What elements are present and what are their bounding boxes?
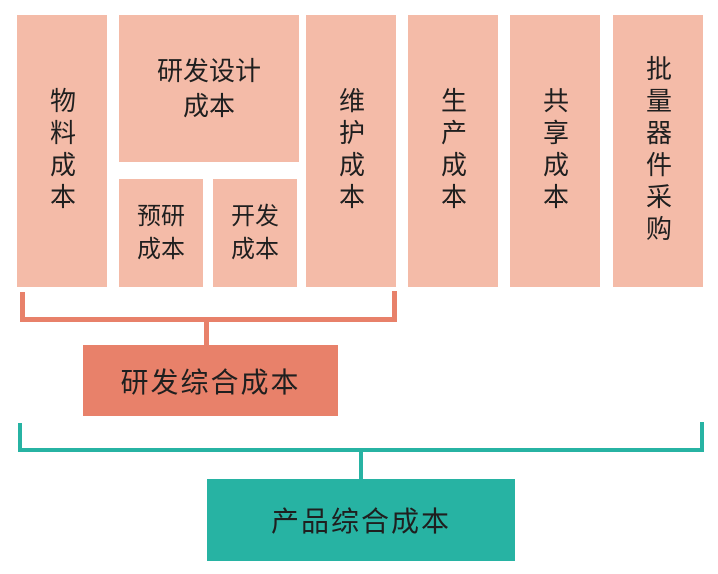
box-rd-design-cost: 研发设计 成本 xyxy=(119,15,299,162)
development-cost-label-line1: 开发 xyxy=(231,203,279,230)
product-bracket-right-line xyxy=(700,422,704,452)
box-pre-research-cost: 预研 成本 xyxy=(119,179,203,287)
shared-cost-label: 共享成本 xyxy=(539,87,570,215)
rd-design-cost-label-line1: 研发设计 xyxy=(156,55,261,86)
box-material-cost: 物料成本 xyxy=(17,15,107,287)
box-maintenance-cost: 维护成本 xyxy=(306,15,396,287)
production-cost-label: 生产成本 xyxy=(437,87,468,215)
pre-research-cost-label-line1: 预研 xyxy=(137,203,185,230)
pre-research-cost-label: 预研 成本 xyxy=(137,200,185,266)
pre-research-cost-label-line2: 成本 xyxy=(137,236,185,263)
box-rd-comprehensive-cost: 研发综合成本 xyxy=(83,345,338,416)
material-cost-label: 物料成本 xyxy=(46,87,77,215)
rd-design-cost-label: 研发设计 成本 xyxy=(157,54,261,124)
rd-comprehensive-cost-label: 研发综合成本 xyxy=(120,366,301,398)
product-bracket-horizontal-line xyxy=(18,448,704,452)
rd-design-cost-label-line2: 成本 xyxy=(182,90,235,121)
bulk-component-procurement-label: 批量器件采购 xyxy=(642,55,673,247)
rd-bracket-stem-line xyxy=(204,322,209,345)
box-product-comprehensive-cost: 产品综合成本 xyxy=(207,479,515,561)
rd-bracket-right-line xyxy=(392,291,397,322)
development-cost-label: 开发 成本 xyxy=(231,200,279,266)
rd-bracket-horizontal-line xyxy=(20,317,397,322)
box-shared-cost: 共享成本 xyxy=(510,15,600,287)
rd-bracket-left-line xyxy=(20,292,25,322)
product-comprehensive-cost-label: 产品综合成本 xyxy=(270,506,451,537)
maintenance-cost-label: 维护成本 xyxy=(335,87,366,215)
box-bulk-component-procurement: 批量器件采购 xyxy=(613,15,703,287)
product-bracket-left-line xyxy=(18,423,22,452)
box-development-cost: 开发 成本 xyxy=(213,179,297,287)
development-cost-label-line2: 成本 xyxy=(231,236,279,263)
box-production-cost: 生产成本 xyxy=(408,15,498,287)
product-bracket-stem-line xyxy=(359,452,363,479)
